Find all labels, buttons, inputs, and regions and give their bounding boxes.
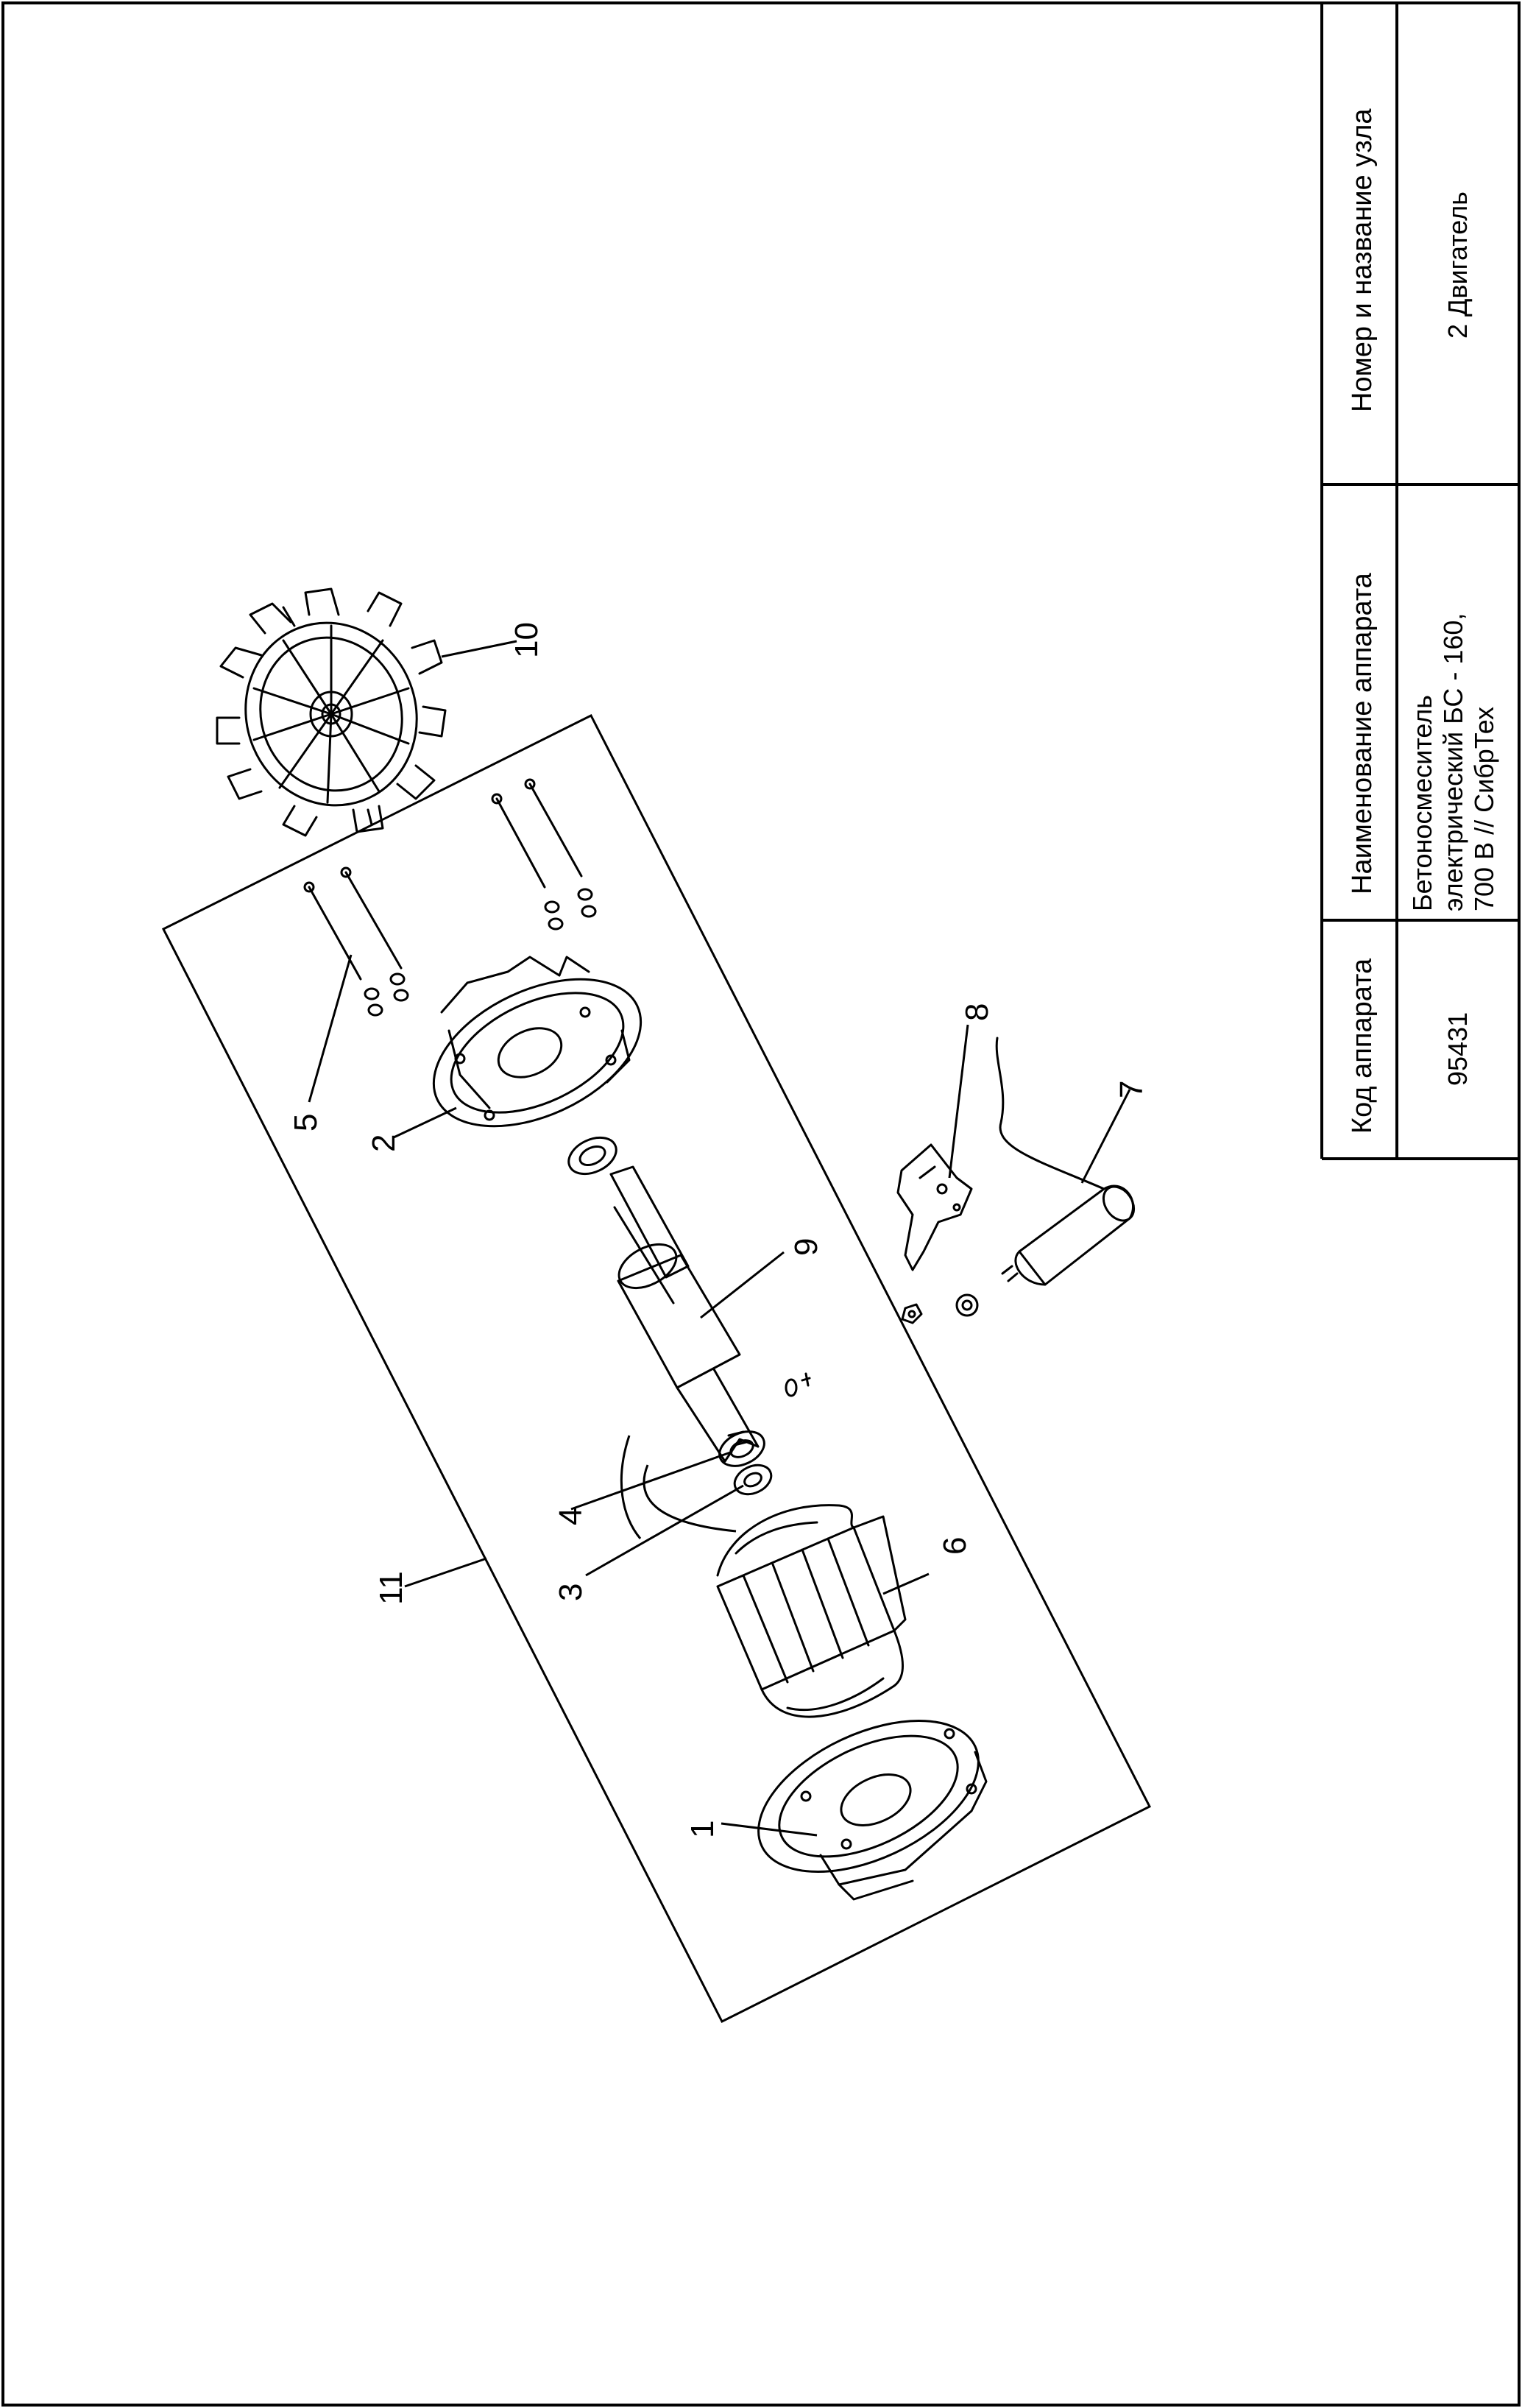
value-assembly: 2 Двигатель [1443,191,1473,339]
callout-2: 2 [366,1134,402,1152]
callout-1: 1 [684,1821,721,1838]
callout-labels: 5 2 10 3 4 11 9 6 7 8 1 [288,622,1150,1838]
callout-9: 9 [788,1238,824,1256]
washer [733,1463,773,1496]
callout-5: 5 [288,1114,324,1131]
callout-6: 6 [937,1537,973,1555]
shaft-key [785,1372,811,1397]
stator [716,1504,907,1718]
tie-rod-bolts-left [303,866,409,1017]
value-name-line-2: электрический БС - 160, [1438,612,1468,911]
capacitor [995,1037,1136,1286]
stator-lead-wires [620,1435,737,1539]
switch-plate [896,1143,973,1271]
rear-end-shield [432,956,643,1128]
callout-11: 11 [373,1571,409,1605]
star-washer [955,1293,979,1317]
value-code: 95431 [1443,1011,1473,1086]
callout-8: 8 [959,1003,995,1021]
fan-impeller [216,587,447,837]
rotor [609,1165,760,1463]
title-block [1320,3,1519,1160]
callout-3: 3 [553,1583,589,1601]
header-code: Код аппарата [1347,958,1378,1134]
nut [901,1303,923,1324]
front-end-shield [757,1719,988,1901]
callout-10: 10 [509,622,545,658]
header-name: Наименование аппарата [1347,573,1378,894]
bearing-front [718,1430,765,1467]
value-name-line-1: Бетоносмеситель [1407,694,1437,911]
leader-lines [308,640,1131,1837]
bearing-rear [567,1136,617,1176]
value-name-line-3: 700 В // СибрТех [1469,706,1499,911]
callout-4: 4 [553,1508,589,1525]
tie-rod-bolts-right [491,778,597,931]
header-assembly: Номер и название узла [1347,108,1378,412]
motor-assembly-boundary [161,713,1152,2024]
callout-7: 7 [1114,1081,1150,1098]
